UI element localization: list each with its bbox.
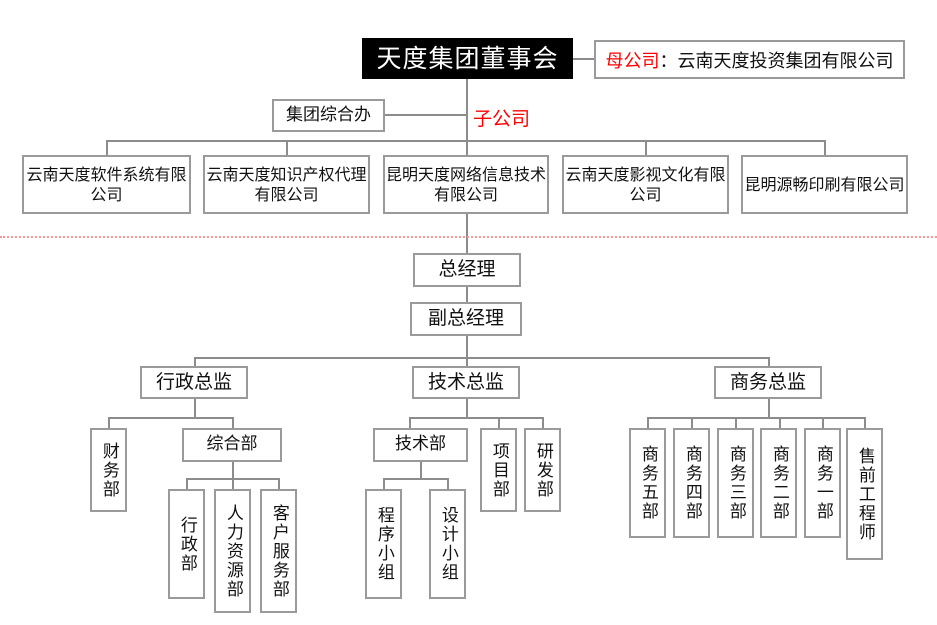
- business-unit-4-box[interactable]: 商务四部: [673, 428, 710, 538]
- connector-director-drop-2: [466, 357, 468, 367]
- connector-td-drop-2: [447, 478, 449, 490]
- connector-biz-drop-6: [864, 417, 866, 428]
- connector-td-drop-1: [383, 478, 385, 490]
- parent-company-label: 母公司: [605, 50, 660, 72]
- connector-subsidiary-drop-3: [466, 140, 468, 156]
- connector-director-bus: [194, 357, 769, 359]
- rd-dept-box[interactable]: 研发部: [524, 428, 561, 512]
- connector-director-drop-1: [194, 357, 196, 367]
- program-group-box[interactable]: 程序小组: [365, 489, 402, 599]
- business-unit-2-box[interactable]: 商务二部: [760, 428, 797, 538]
- connector-biz-drop-3: [735, 417, 737, 428]
- business-unit-3-box[interactable]: 商务三部: [717, 428, 754, 538]
- connector-gd-drop-3: [278, 478, 280, 490]
- connector-biz-drop-2: [691, 417, 693, 428]
- subsidiary-box-3[interactable]: 昆明天度网络信息技术有限公司: [383, 155, 549, 214]
- parent-company-separator: ：: [659, 50, 678, 72]
- connector-admin-bus: [108, 417, 233, 419]
- subsidiary-tag-label: 子公司: [473, 108, 531, 130]
- director-box-business[interactable]: 商务总监: [714, 366, 822, 399]
- business-unit-1-box[interactable]: 商务一部: [804, 428, 841, 538]
- connector-tech-stem: [466, 399, 468, 418]
- general-dept-box[interactable]: 综合部: [182, 428, 282, 462]
- subsidiary-box-5[interactable]: 昆明源畅印刷有限公司: [741, 155, 908, 214]
- connector-director-drop-3: [768, 357, 770, 367]
- connector-subsidiary-bus: [106, 140, 825, 142]
- hr-dept-box[interactable]: 人力资源部: [214, 489, 251, 613]
- deputy-general-manager-box[interactable]: 副总经理: [410, 302, 522, 336]
- connector-admin-drop-general: [232, 417, 234, 428]
- connector-business-stem: [768, 399, 770, 418]
- connector-gd-drop-2: [232, 478, 234, 490]
- finance-dept-box[interactable]: 财务部: [90, 428, 127, 512]
- connector-board-stem: [466, 79, 468, 141]
- subsidiary-box-4[interactable]: 云南天度影视文化有限公司: [562, 155, 729, 214]
- connector-tech-drop-1: [409, 417, 411, 428]
- director-box-admin[interactable]: 行政总监: [140, 366, 248, 399]
- presales-engineer-box[interactable]: 售前工程师: [846, 428, 883, 560]
- parent-company-box[interactable]: 母公司：云南天度投资集团有限公司: [594, 40, 905, 79]
- connector-tech-bus: [409, 417, 543, 419]
- connector-group-office: [385, 114, 467, 116]
- business-unit-5-box[interactable]: 商务五部: [629, 428, 666, 538]
- design-group-box[interactable]: 设计小组: [429, 489, 466, 599]
- board-of-directors-box[interactable]: 天度集团董事会: [362, 38, 573, 79]
- connector-subsidiary-drop-2: [286, 140, 288, 156]
- connector-gd-drop-1: [186, 478, 188, 490]
- parent-company-name: 云南天度投资集团有限公司: [677, 50, 894, 72]
- admin-dept-box[interactable]: 行政部: [168, 489, 205, 599]
- connector-cross-divider: [466, 214, 468, 254]
- connector-gm-to-dgm: [466, 287, 468, 302]
- project-dept-box[interactable]: 项目部: [480, 428, 517, 512]
- subsidiary-box-1[interactable]: 云南天度软件系统有限公司: [22, 155, 191, 214]
- connector-admin-stem: [194, 399, 196, 418]
- connector-tech-drop-2: [498, 417, 500, 428]
- director-box-tech[interactable]: 技术总监: [412, 366, 520, 399]
- connector-subsidiary-drop-1: [106, 140, 108, 156]
- connector-business-bus: [647, 417, 866, 419]
- connector-dgm-stem: [466, 336, 468, 358]
- connector-general-dept-stem: [232, 462, 234, 479]
- connector-tech-dept-bus: [383, 478, 448, 480]
- connector-biz-drop-1: [647, 417, 649, 428]
- connector-subsidiary-drop-5: [824, 140, 826, 156]
- connector-board-to-parent: [573, 58, 595, 60]
- tech-dept-box[interactable]: 技术部: [373, 428, 468, 462]
- general-manager-box[interactable]: 总经理: [413, 253, 521, 287]
- connector-tech-drop-3: [542, 417, 544, 428]
- connector-tech-dept-stem: [420, 462, 422, 479]
- connector-subsidiary-drop-4: [645, 140, 647, 156]
- connector-biz-drop-4: [779, 417, 781, 428]
- section-divider: [0, 236, 937, 238]
- connector-biz-drop-5: [822, 417, 824, 428]
- customer-service-dept-box[interactable]: 客户服务部: [260, 489, 297, 613]
- subsidiary-box-2[interactable]: 云南天度知识产权代理有限公司: [203, 155, 370, 214]
- group-general-office-box[interactable]: 集团综合办: [272, 99, 385, 132]
- connector-admin-drop-finance: [108, 417, 110, 428]
